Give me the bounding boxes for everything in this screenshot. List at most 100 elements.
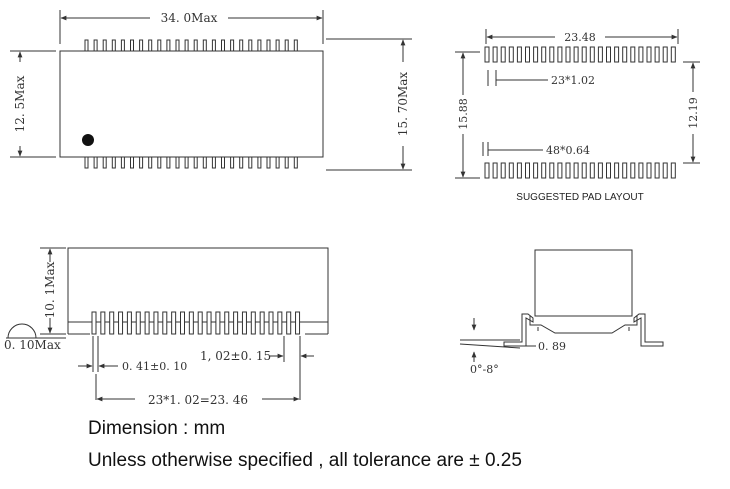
side-view-body [67, 247, 329, 323]
top-pin [120, 156, 125, 169]
tolerance-note: Unless otherwise specified , all toleran… [88, 450, 522, 471]
side-lead [250, 311, 256, 335]
top-view-pins-lower [84, 156, 298, 169]
side-lead [188, 311, 194, 335]
top-pin [139, 39, 144, 52]
top-pin [84, 156, 89, 169]
side-view [6, 247, 329, 402]
top-pin [230, 156, 235, 169]
pad [541, 162, 547, 179]
top-pin [202, 156, 207, 169]
top-pin [239, 39, 244, 52]
pad [654, 46, 660, 63]
top-pin [102, 39, 107, 52]
side-lead [135, 311, 141, 335]
side-lead [277, 311, 283, 335]
side-lead [153, 311, 159, 335]
top-pin [139, 156, 144, 169]
top-pin [93, 156, 98, 169]
pad [573, 162, 579, 179]
top-pin [111, 39, 116, 52]
end-angle-label: 0°-8° [470, 363, 499, 376]
pad [638, 46, 644, 63]
top-pin [166, 156, 171, 169]
top-pin [202, 39, 207, 52]
pad-pitch-label: 23*1.02 [551, 74, 595, 87]
pad [581, 162, 587, 179]
end-view-base [529, 316, 638, 334]
pad-outer-label: 15.88 [457, 98, 470, 130]
top-pin [130, 39, 134, 52]
top-pin [230, 39, 235, 52]
dimension-unit-note: Dimension : mm [88, 418, 226, 439]
pad [630, 162, 636, 179]
top-view-body [59, 50, 324, 158]
top-width-label: 12. 5Max [13, 75, 27, 132]
side-lead [295, 311, 301, 335]
top-pin [148, 156, 153, 169]
pad [557, 162, 563, 179]
pad [500, 46, 506, 63]
pad [492, 162, 498, 179]
top-pin [293, 39, 298, 52]
side-lead [171, 311, 177, 335]
top-pin [239, 156, 244, 169]
pad [606, 46, 611, 63]
side-view-leads [91, 311, 301, 335]
pad [606, 162, 611, 179]
side-height-label: 10. 1Max [43, 261, 57, 318]
end-thickness-label: 0. 89 [538, 340, 566, 353]
pad [622, 46, 628, 63]
pad [573, 46, 579, 63]
side-lead [126, 311, 132, 335]
end-view-lead-left [503, 313, 534, 347]
top-pin [93, 39, 98, 52]
top-height-label: 15. 70Max [396, 72, 410, 137]
pad [549, 162, 555, 179]
side-standoff-label: 0. 10Max [4, 338, 61, 352]
pads-lower-row [484, 162, 676, 179]
pad [565, 162, 571, 179]
top-pin [221, 156, 225, 169]
side-lead [215, 311, 221, 335]
pad [492, 46, 498, 63]
pad [516, 162, 522, 179]
pad-width-label: 48*0.64 [546, 144, 590, 157]
top-pin [284, 156, 289, 169]
pad [638, 162, 644, 179]
side-lead [241, 311, 247, 335]
top-pin [248, 39, 253, 52]
side-edge-label: 1, 02±0. 15 [200, 349, 271, 363]
side-lead [144, 311, 150, 335]
pad [525, 46, 530, 63]
top-pin [266, 39, 271, 52]
pad [614, 46, 620, 63]
top-pin [166, 39, 171, 52]
top-pin [120, 39, 125, 52]
pads-upper-row [484, 46, 676, 63]
top-pin [257, 39, 262, 52]
pad [533, 162, 539, 179]
side-lead [224, 311, 230, 335]
pad [614, 162, 620, 179]
pad-inner-label: 12.19 [687, 97, 700, 129]
end-view-lead-right [633, 313, 664, 347]
top-pin [148, 39, 153, 52]
top-pin [184, 39, 189, 52]
top-pin [102, 156, 107, 169]
top-view-pins-upper [84, 39, 298, 52]
pad [662, 162, 668, 179]
top-pin [257, 156, 262, 169]
pad [670, 162, 676, 179]
pad [500, 162, 506, 179]
top-pin [84, 39, 89, 52]
pad [484, 162, 490, 179]
side-lead [206, 311, 212, 335]
pad [630, 46, 636, 63]
side-lead [162, 311, 168, 335]
pad [622, 162, 628, 179]
pad [508, 46, 514, 63]
top-pin [175, 39, 180, 52]
pad [484, 46, 490, 63]
pad [646, 162, 652, 179]
